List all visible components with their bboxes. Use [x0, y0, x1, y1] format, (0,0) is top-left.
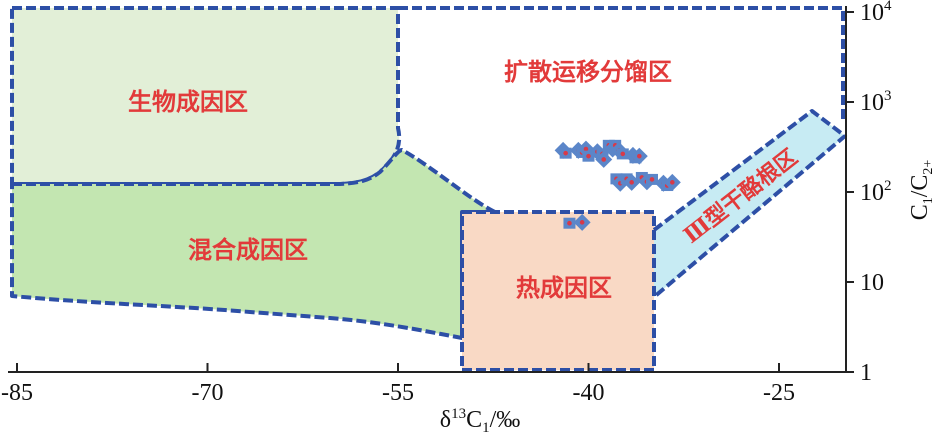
x-tick-label: -25	[763, 380, 795, 406]
zone-label-bio: 生物成因区	[128, 87, 248, 116]
axes	[8, 6, 847, 373]
zone-label-diffusion: 扩散运移分馏区	[504, 57, 672, 86]
x-tick-label: -85	[1, 380, 33, 406]
x-tick-label: -40	[573, 380, 605, 406]
x-tick-label: -70	[192, 380, 224, 406]
y-tick-label: 1	[860, 360, 872, 386]
data-point	[663, 173, 681, 191]
y-tick-label: 10	[860, 270, 884, 296]
x-tick-label: -55	[382, 380, 414, 406]
data-point	[646, 173, 658, 185]
data-point	[582, 150, 595, 162]
data-point	[595, 150, 613, 168]
data-point	[573, 213, 591, 231]
zone-label-mix: 混合成因区	[188, 235, 308, 264]
y-tick-label: 104	[860, 0, 892, 26]
zone-label-thermal: 热成因区	[516, 273, 612, 302]
zones-layer	[10, 6, 847, 372]
zone-diffusion	[398, 6, 845, 120]
y-tick-label: 103	[860, 88, 892, 116]
data-point	[616, 148, 629, 160]
y-axis-title: C1/C2+	[907, 160, 936, 221]
data-point	[559, 147, 572, 159]
data-point	[630, 147, 648, 165]
x-axis-title: δ13C1/‰	[440, 406, 521, 435]
zone-label-kerogen: Ⅲ型干酪根区	[679, 144, 803, 249]
zone-thermal	[460, 210, 656, 372]
ticks-layer	[16, 11, 854, 373]
y-tick-label: 102	[860, 178, 892, 206]
tick-labels-layer: -85 -70 -55 -40 -25 1 10 102 103 104	[1, 0, 892, 406]
points-layer	[554, 139, 681, 231]
data-point	[563, 217, 576, 229]
